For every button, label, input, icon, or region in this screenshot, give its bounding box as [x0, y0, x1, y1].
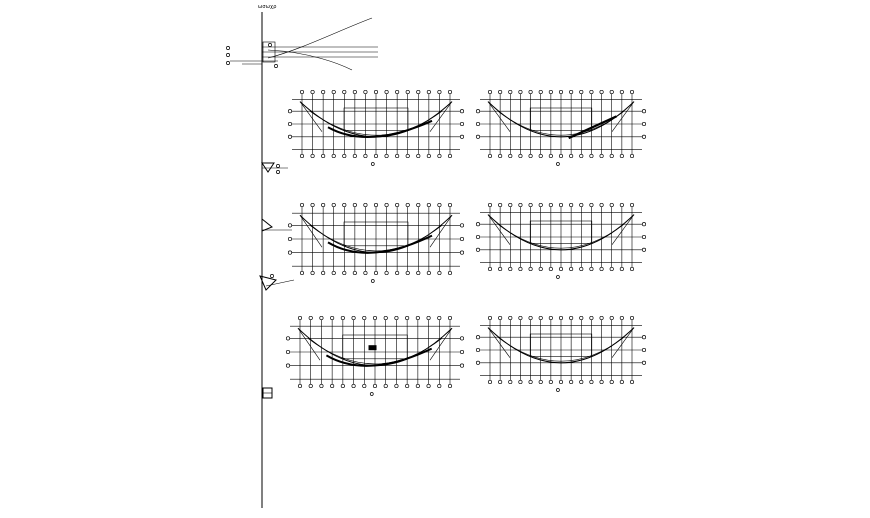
side-marker-3	[259, 274, 295, 291]
side-marker-2	[261, 217, 292, 232]
plan-row3-left	[285, 315, 465, 396]
plan-row3-right	[475, 315, 647, 392]
plan-row2-left	[287, 202, 465, 283]
plan-row2-right	[475, 202, 647, 279]
side-marker-4	[262, 387, 273, 399]
plan-row1-right	[475, 89, 647, 166]
top-elevation-detail	[226, 17, 378, 71]
plan-sheets-group	[285, 89, 647, 396]
side-marker-1	[261, 162, 288, 174]
drawing-top-label: ωσωχρ	[258, 4, 277, 10]
plan-row1-left	[287, 89, 465, 166]
